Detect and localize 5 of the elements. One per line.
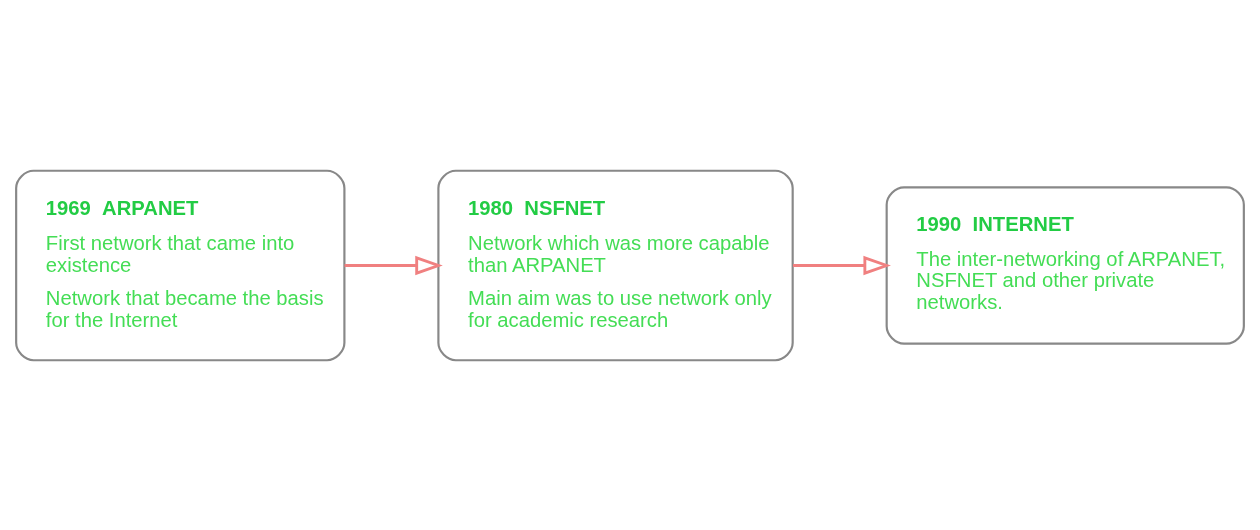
node-box: 1990 INTERNET The inter-networking of ARPANET, NSFNET and other private networks.	[885, 185, 1245, 345]
node-box: 1969 ARPANET First network that came into existence Network that became the basis for the Internet	[15, 169, 346, 361]
arrow	[344, 255, 443, 275]
arrow	[792, 255, 891, 275]
node-box: 1980 NSFNET Network which was more capable than ARPANET Main aim was to use network only for academic research	[437, 169, 794, 361]
